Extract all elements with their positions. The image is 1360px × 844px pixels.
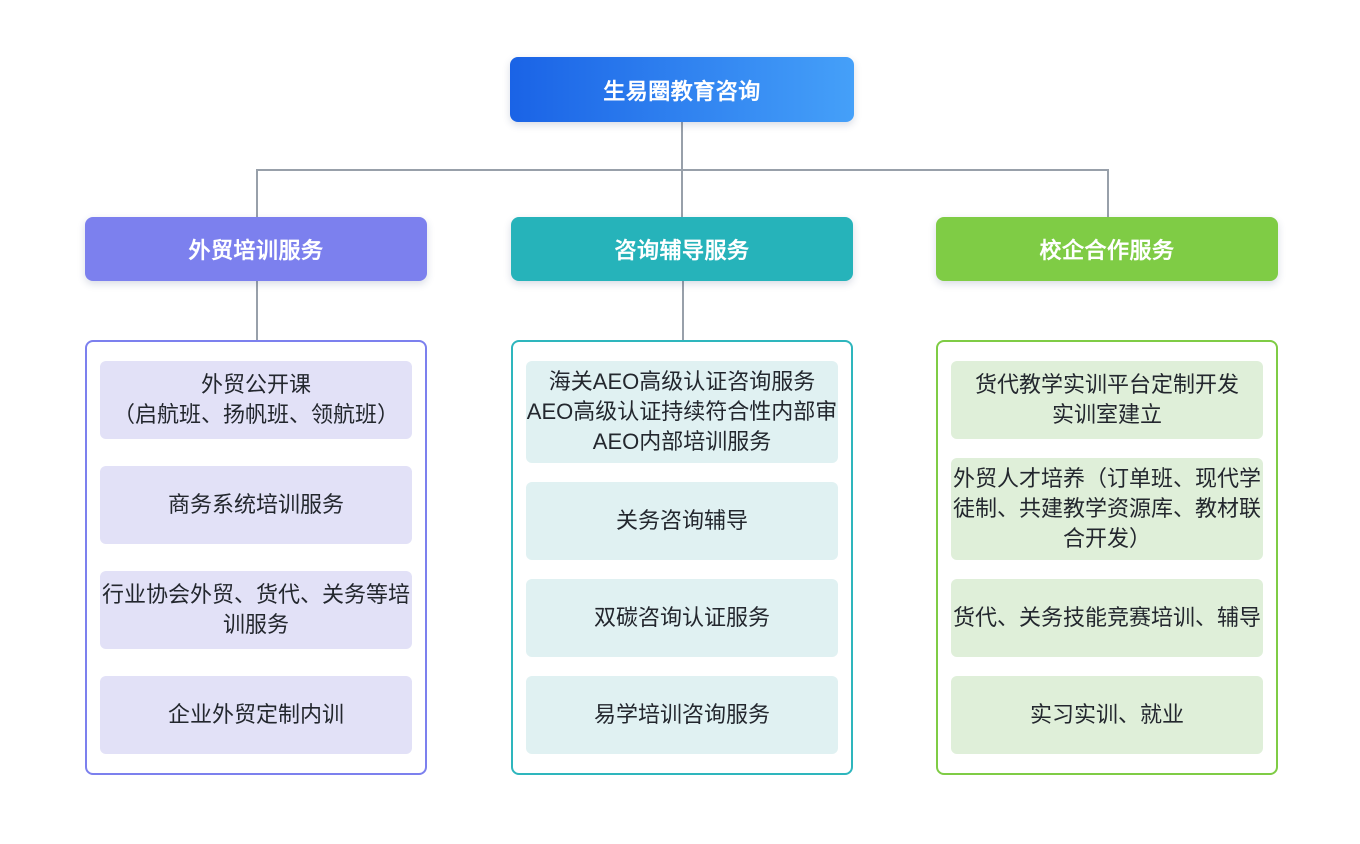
leaf-node: 双碳咨询认证服务 <box>526 579 838 657</box>
leaf-node: 关务咨询辅导 <box>526 482 838 560</box>
branch2-label: 咨询辅导服务 <box>614 238 750 263</box>
connector-branch2-drop <box>681 169 683 217</box>
leaf-node: 商务系统培训服务 <box>100 466 412 544</box>
connector-branch1-drop <box>256 169 258 217</box>
root-node: 生易圈教育咨询 <box>510 57 854 122</box>
branch2-panel: 海关AEO高级认证咨询服务 AEO高级认证持续符合性内部审 AEO内部培训服务 … <box>511 340 853 775</box>
leaf-node: 行业协会外贸、货代、关务等培训服务 <box>100 571 412 649</box>
branch1-panel: 外贸公开课 （启航班、扬帆班、领航班） 商务系统培训服务 行业协会外贸、货代、关… <box>85 340 427 775</box>
leaf-node: 货代教学实训平台定制开发 实训室建立 <box>951 361 1263 439</box>
leaf-node: 外贸公开课 （启航班、扬帆班、领航班） <box>100 361 412 439</box>
leaf-node: 外贸人才培养（订单班、现代学徒制、共建教学资源库、教材联合开发） <box>951 458 1263 560</box>
leaf-node: 海关AEO高级认证咨询服务 AEO高级认证持续符合性内部审 AEO内部培训服务 <box>526 361 838 463</box>
connector-branch1-panel <box>256 281 258 340</box>
branch3-label: 校企合作服务 <box>1039 238 1175 263</box>
branch1-label: 外贸培训服务 <box>188 238 324 263</box>
root-node-label: 生易圈教育咨询 <box>603 78 761 104</box>
connector-branch2-panel <box>682 281 684 340</box>
leaf-node: 货代、关务技能竞赛培训、辅导 <box>951 579 1263 657</box>
connector-branch3-drop <box>1107 169 1109 217</box>
branch-header-consulting-coaching: 咨询辅导服务 <box>511 217 853 281</box>
branch-header-school-enterprise: 校企合作服务 <box>936 217 1278 281</box>
leaf-node: 易学培训咨询服务 <box>526 676 838 754</box>
branch-header-trade-training: 外贸培训服务 <box>85 217 427 281</box>
connector-root-vertical <box>681 122 683 169</box>
branch3-panel: 货代教学实训平台定制开发 实训室建立 外贸人才培养（订单班、现代学徒制、共建教学… <box>936 340 1278 775</box>
leaf-node: 企业外贸定制内训 <box>100 676 412 754</box>
leaf-node: 实习实训、就业 <box>951 676 1263 754</box>
